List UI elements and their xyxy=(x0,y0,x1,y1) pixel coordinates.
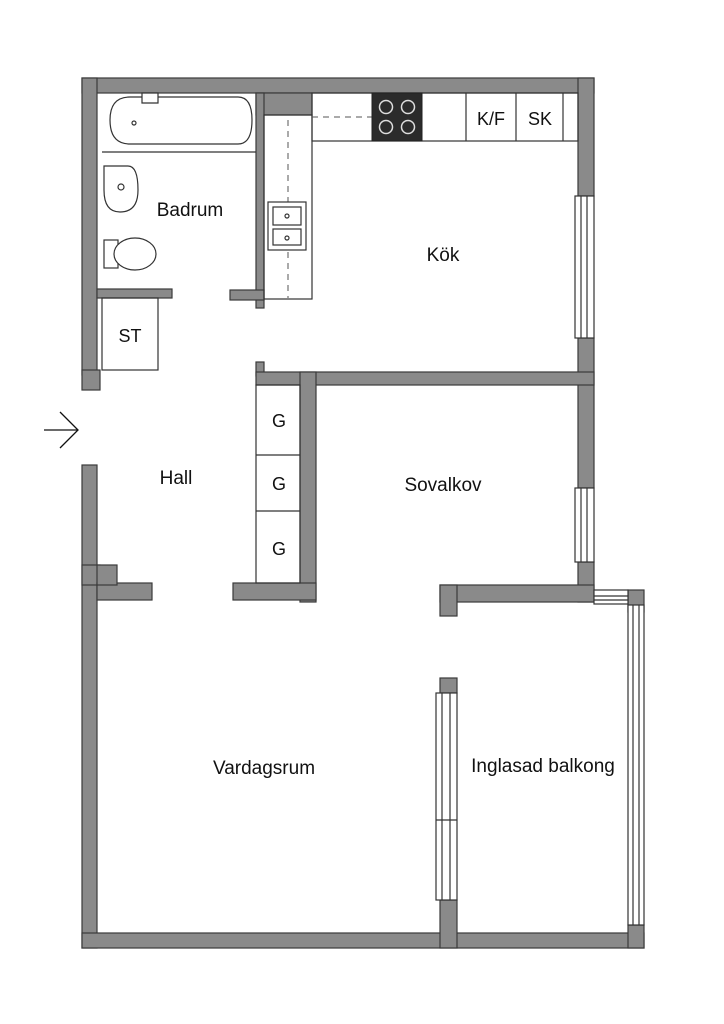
storage-label: ST xyxy=(118,326,141,346)
bathtub xyxy=(109,92,253,145)
kitchen-fixtures: K/F SK xyxy=(263,92,579,300)
room-label-sovalkov: Sovalkov xyxy=(404,475,482,496)
cabinet-label: SK xyxy=(528,109,552,129)
sovalkov-window xyxy=(574,487,595,563)
balcony-door-glazing xyxy=(435,692,458,901)
washbasin xyxy=(103,165,139,213)
room-label-badrum: Badrum xyxy=(157,200,224,221)
wardrobe-label-2: G xyxy=(272,474,286,494)
balcony-glazing-right xyxy=(627,604,645,926)
storage-closet: ST xyxy=(101,297,159,371)
kitchen-window xyxy=(574,195,595,339)
entrance-arrow-icon xyxy=(44,411,79,449)
room-label-vardagsrum: Vardagsrum xyxy=(213,758,315,779)
bathroom-fixtures xyxy=(102,92,256,271)
wardrobe-label-3: G xyxy=(272,539,286,559)
stove xyxy=(371,92,423,142)
walls xyxy=(81,77,645,949)
balcony-glazing-top xyxy=(593,589,629,605)
toilet xyxy=(103,237,157,271)
room-label-hall: Hall xyxy=(160,468,193,489)
wardrobe-label-1: G xyxy=(272,411,286,431)
room-label-kok: Kök xyxy=(427,245,460,266)
wardrobes: G G G xyxy=(255,384,301,584)
room-label-balkong: Inglasad balkong xyxy=(471,756,615,777)
sink xyxy=(267,201,307,251)
windows xyxy=(435,195,645,926)
fridge-freezer-label: K/F xyxy=(477,109,505,129)
